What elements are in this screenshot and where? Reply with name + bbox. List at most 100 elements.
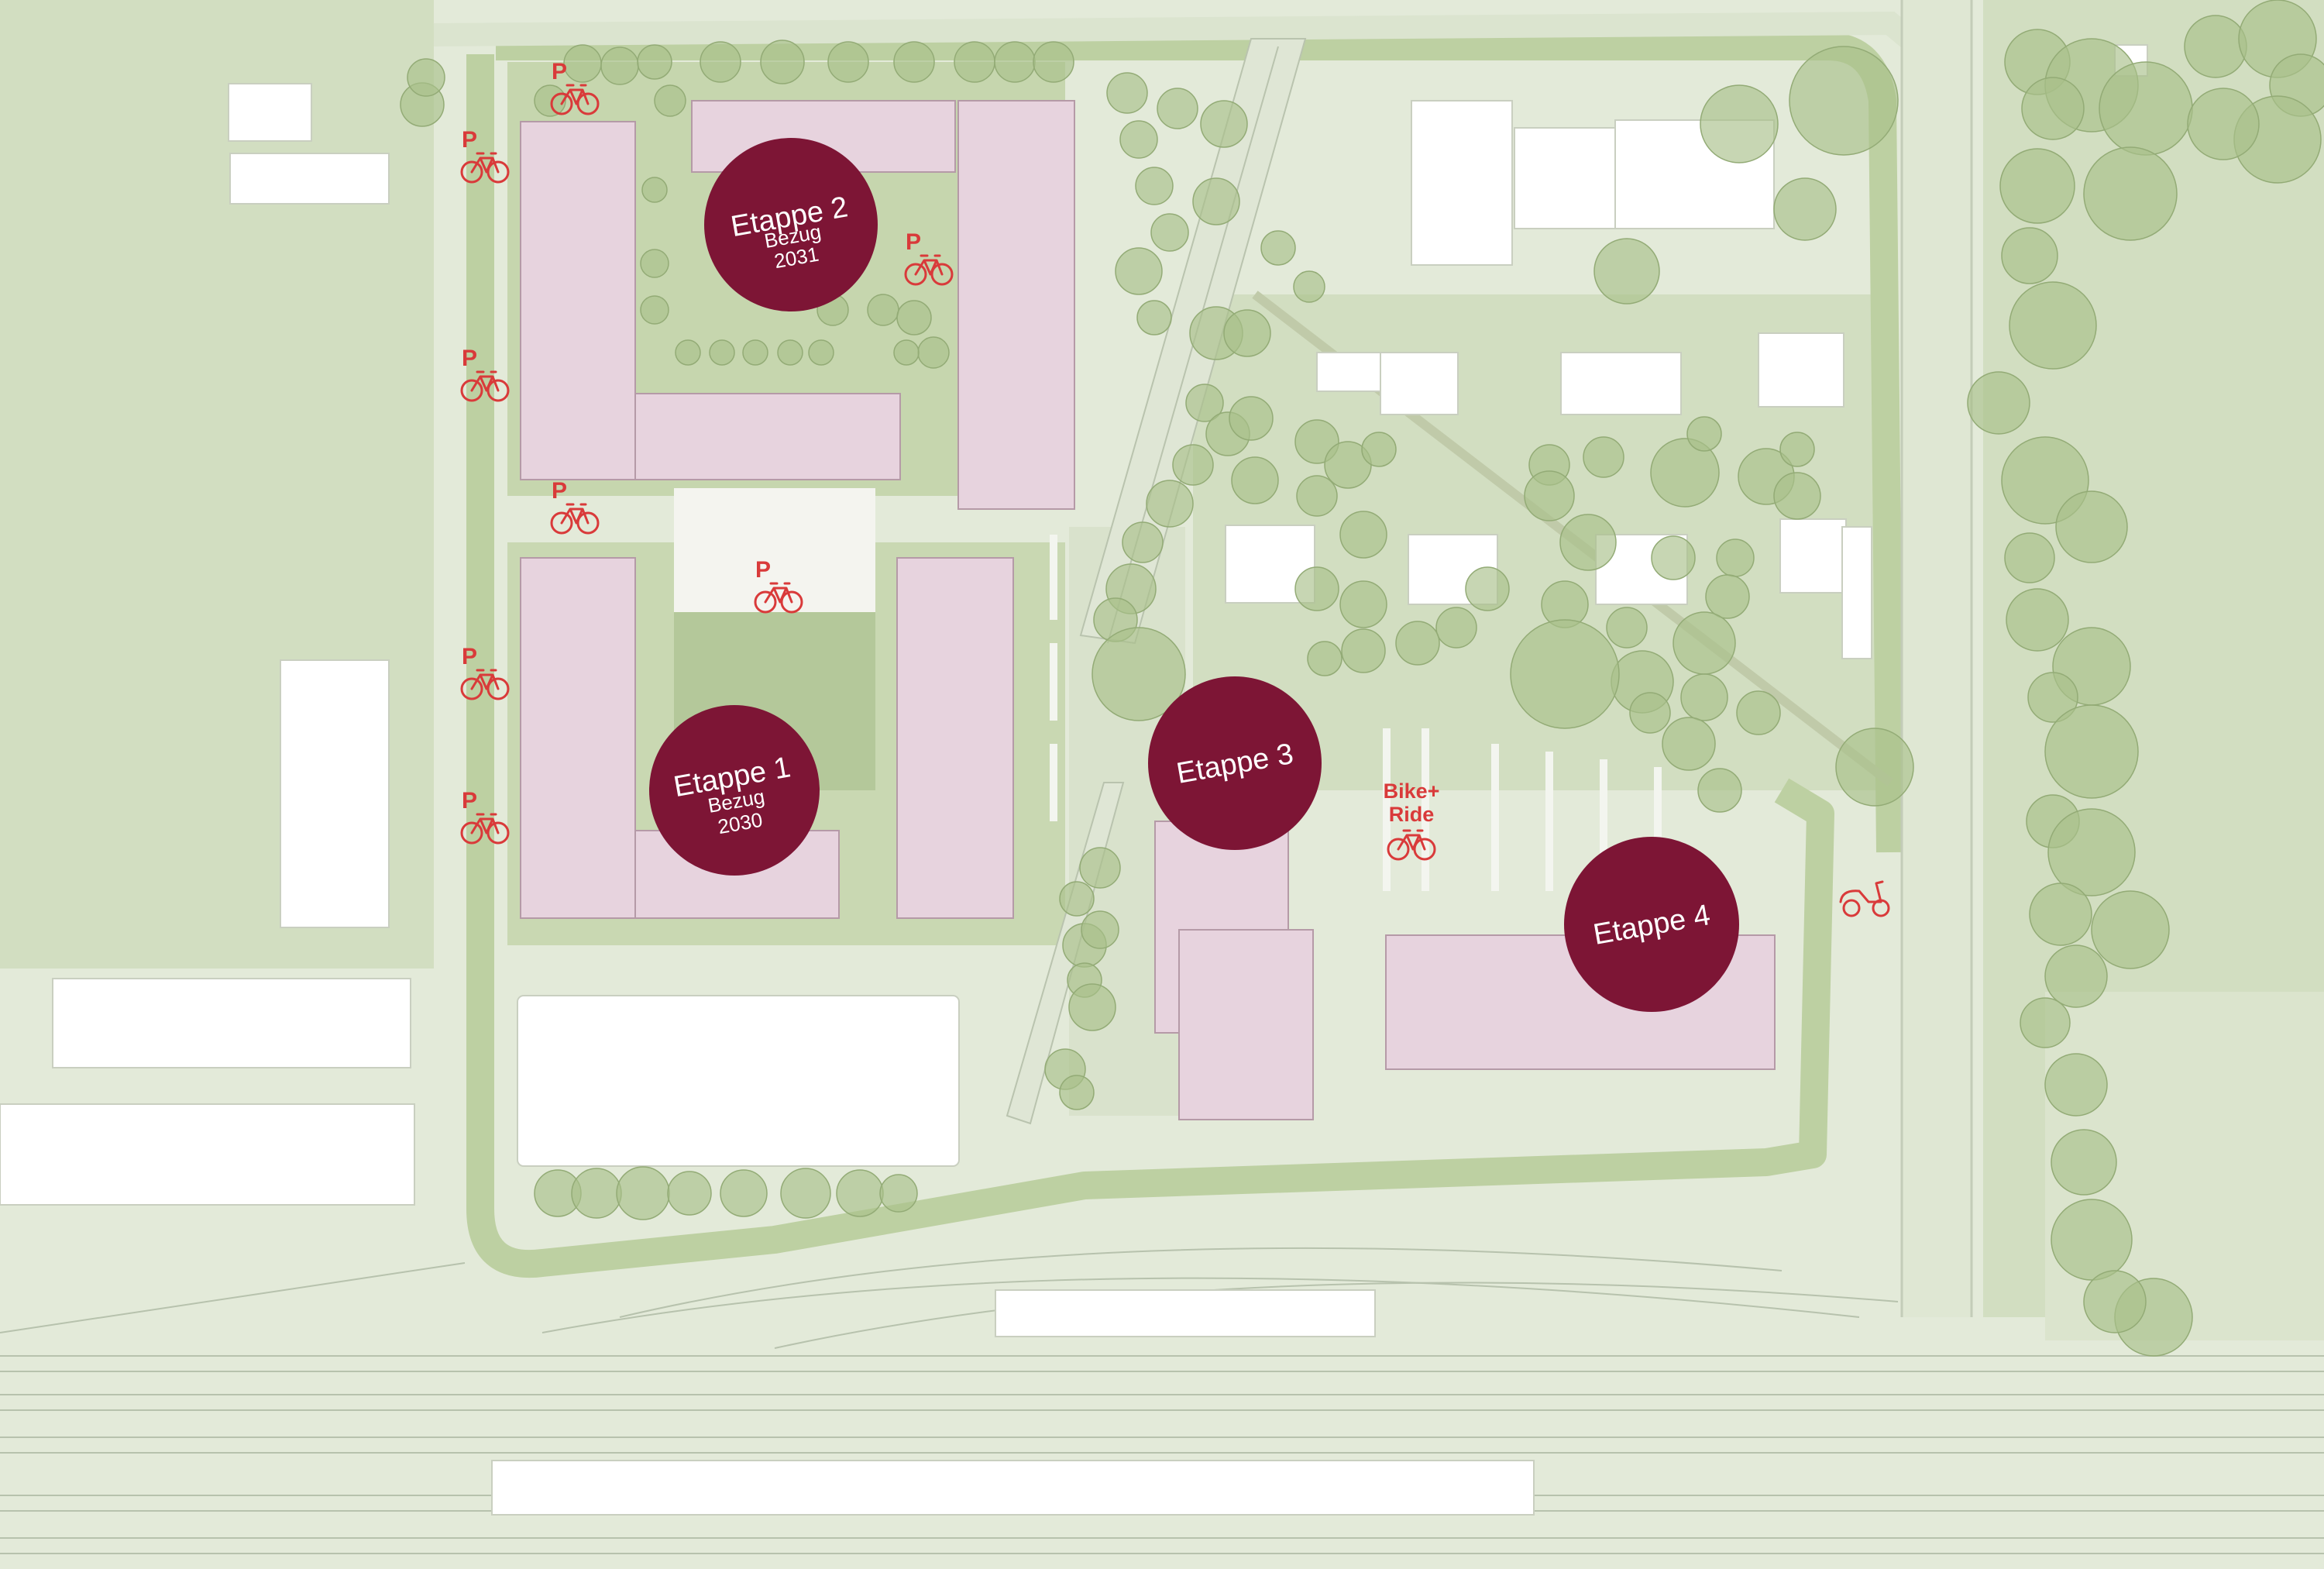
building-existing [1411,100,1513,266]
tree [1122,521,1164,563]
tree [760,40,805,84]
railway-tracks [0,1247,2324,1554]
tree [1651,535,1696,580]
building-existing [52,978,411,1068]
tree [867,294,899,326]
tree [2044,704,2139,799]
tree [780,1168,831,1219]
tree [2044,944,2108,1008]
tree [893,41,935,83]
bike-ride-marker[interactable]: Bike+ Ride [1384,779,1440,861]
building-existing [1758,332,1844,408]
tree [2083,146,2178,241]
building-new [520,121,636,480]
building-new [1178,929,1314,1120]
tree [1700,84,1779,163]
tree [1465,566,1510,611]
tree [2001,227,2058,284]
building-new [520,557,636,919]
tree [1999,148,2075,224]
tree [2009,281,2097,370]
tree [917,336,950,369]
tree [637,44,672,80]
parking-bike-marker[interactable]: P [550,478,600,535]
tree [1059,1075,1095,1110]
tree [2099,61,2193,156]
tree [1136,300,1172,335]
parking-bike-marker[interactable]: P [550,59,600,115]
phase-marker-etappe-1[interactable]: Etappe 1 Bezug 2030 [649,705,820,876]
parking-icon: P [755,557,771,583]
tree [2004,532,2055,583]
tree [1294,566,1339,611]
phase-marker-etappe-4[interactable]: Etappe 4 [1564,837,1739,1012]
tree [616,1166,670,1220]
tree [896,300,932,335]
tree [1307,641,1342,676]
tree [1773,177,1837,241]
bike-ride-label-line2: Ride [1389,803,1435,826]
tree [667,1171,712,1216]
parking-bike-marker[interactable]: P [460,644,510,700]
tree [1150,213,1189,252]
tree [600,46,639,85]
tree [534,84,566,117]
phase-marker-etappe-3[interactable]: Etappe 3 [1148,676,1322,850]
tree [1773,472,1821,520]
tree [2091,890,2170,969]
tree [720,1169,768,1217]
building-existing [995,1289,1376,1337]
tree [1115,247,1163,295]
tree [675,339,701,366]
parking-bike-marker[interactable]: P [460,127,510,184]
tree [1059,881,1095,917]
tree [2027,672,2078,723]
building-existing [280,659,390,928]
tree [1606,607,1648,649]
tree [1068,983,1116,1031]
building-existing [229,153,390,205]
tree [1835,728,1914,807]
building-new [957,100,1075,510]
tree [1341,628,1386,673]
tree [954,41,995,83]
tree [893,339,920,366]
tree [641,177,668,203]
tree [742,339,768,366]
tree [1296,475,1338,517]
tree [1789,46,1899,156]
tree [1673,611,1736,675]
tree [640,249,669,278]
tree [1033,41,1074,83]
parking-bike-marker[interactable]: P [460,788,510,845]
tree [1200,100,1248,148]
tree [1192,177,1240,225]
building-existing [491,1460,1535,1516]
parking-icon: P [552,59,567,84]
tree [1135,167,1174,205]
tree [1119,120,1158,159]
tree [407,58,445,97]
bike-ride-label-line1: Bike+ [1384,779,1440,803]
tree [1779,432,1815,467]
tree [2021,77,2085,140]
tree [2020,997,2071,1048]
tree [1081,910,1119,949]
tree [836,1169,884,1217]
phase-marker-etappe-2[interactable]: Etappe 2 Bezug 2031 [704,138,878,311]
tree [1079,847,1121,889]
parking-bike-marker[interactable]: P [460,346,510,402]
tree [1361,432,1397,467]
tree [2187,88,2260,160]
tree [1705,574,1750,619]
tree [2044,1053,2108,1117]
tree [1593,238,1660,305]
east-road-edge [1900,0,1973,1317]
tree [1967,371,2030,435]
tree [994,41,1036,83]
building-existing [1514,127,1616,229]
parking-bike-marker[interactable]: P [754,557,803,614]
parking-icon: P [462,644,477,669]
parking-bike-marker[interactable]: P [904,229,954,286]
